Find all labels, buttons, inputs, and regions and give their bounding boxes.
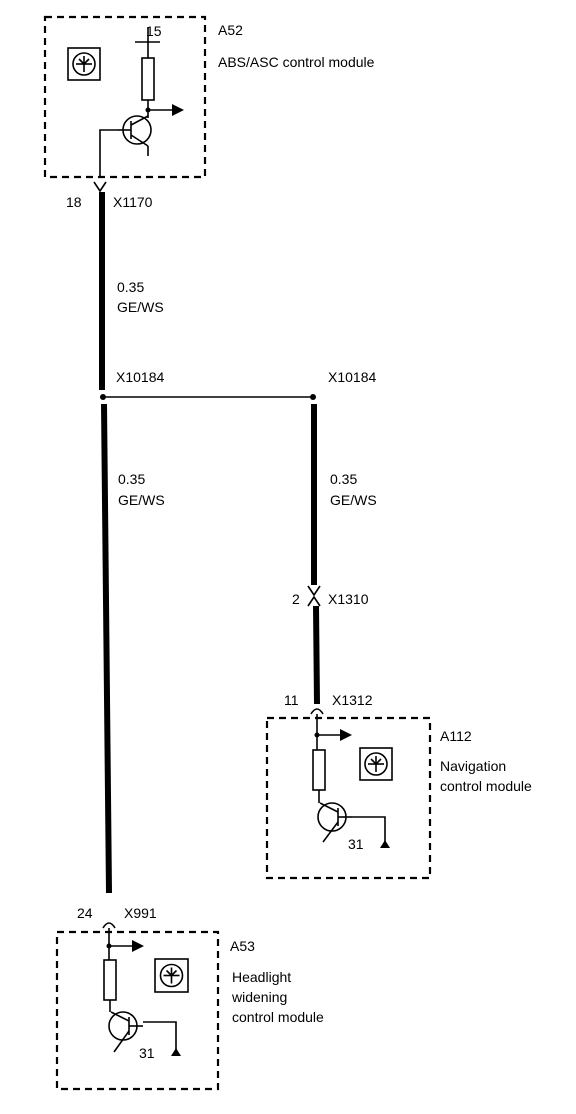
output-arrow-icon <box>132 940 144 952</box>
connector-x991: 24 X991 <box>77 905 157 929</box>
a53-name-line1: Headlight <box>232 969 291 985</box>
module-a112: 31 A112 Navigation control module <box>265 714 532 880</box>
wire2-size: 0.35 <box>118 471 145 487</box>
a52-name-label: ABS/ASC control module <box>218 54 375 70</box>
module-a53: 31 A53 Headlight widening control module <box>55 928 324 1091</box>
x1310-pin: 2 <box>292 591 300 607</box>
a53-ground-label: 31 <box>139 1045 155 1061</box>
a52-pin-15: 15 <box>146 23 162 39</box>
splice-x10184: X10184 X10184 <box>100 369 376 400</box>
transistor-icon <box>317 802 352 843</box>
a53-name-line2: widening <box>231 989 287 1005</box>
a112-name-line1: Navigation <box>440 758 506 774</box>
resistor-icon <box>141 57 155 101</box>
x991-pin: 24 <box>77 905 93 921</box>
a53-id-label: A53 <box>230 938 255 954</box>
wire2-color: GE/WS <box>118 492 165 508</box>
module-a112-boundary <box>265 716 432 880</box>
wire3-size: 0.35 <box>330 471 357 487</box>
x1170-name: X1170 <box>113 194 153 210</box>
wire1-color: GE/WS <box>117 299 164 315</box>
diagnostic-icon <box>67 47 101 81</box>
x10184-right-name: X10184 <box>328 369 376 385</box>
module-a53-boundary <box>55 930 220 1091</box>
module-a52: 15 A52 ABS/ASC control module <box>43 15 375 179</box>
a112-id-label: A112 <box>440 728 472 744</box>
x1170-pin: 18 <box>66 194 82 210</box>
resistor-icon <box>103 959 117 1001</box>
connector-x1310: 2 X1310 <box>292 585 369 607</box>
x10184-left-name: X10184 <box>116 369 164 385</box>
a52-id-label: A52 <box>218 22 243 38</box>
transistor-icon <box>118 115 152 147</box>
module-a52-boundary <box>43 15 207 179</box>
x1312-name: X1312 <box>332 692 373 708</box>
a53-name-line3: control module <box>232 1009 324 1025</box>
output-arrow-icon <box>340 729 352 741</box>
resistor-icon <box>312 749 326 791</box>
wire-right-lower <box>313 605 320 705</box>
connector-x1170: 18 X1170 <box>66 181 153 210</box>
output-arrow-icon <box>172 104 184 116</box>
diagnostic-icon <box>154 958 189 993</box>
connector-x1312: 11 X1312 <box>284 692 373 715</box>
x1310-name: X1310 <box>328 591 369 607</box>
wire1-size: 0.35 <box>117 279 144 295</box>
diagnostic-icon <box>359 747 393 781</box>
wire-left-lower <box>101 403 112 894</box>
ground-icon <box>171 1048 181 1056</box>
x991-name: X991 <box>124 905 157 921</box>
a112-name-line2: control module <box>440 778 532 794</box>
ground-icon <box>380 840 390 848</box>
wire3-color: GE/WS <box>330 492 377 508</box>
transistor-icon <box>108 1011 143 1053</box>
x1312-pin: 11 <box>284 692 299 708</box>
a112-ground-label: 31 <box>348 836 364 852</box>
